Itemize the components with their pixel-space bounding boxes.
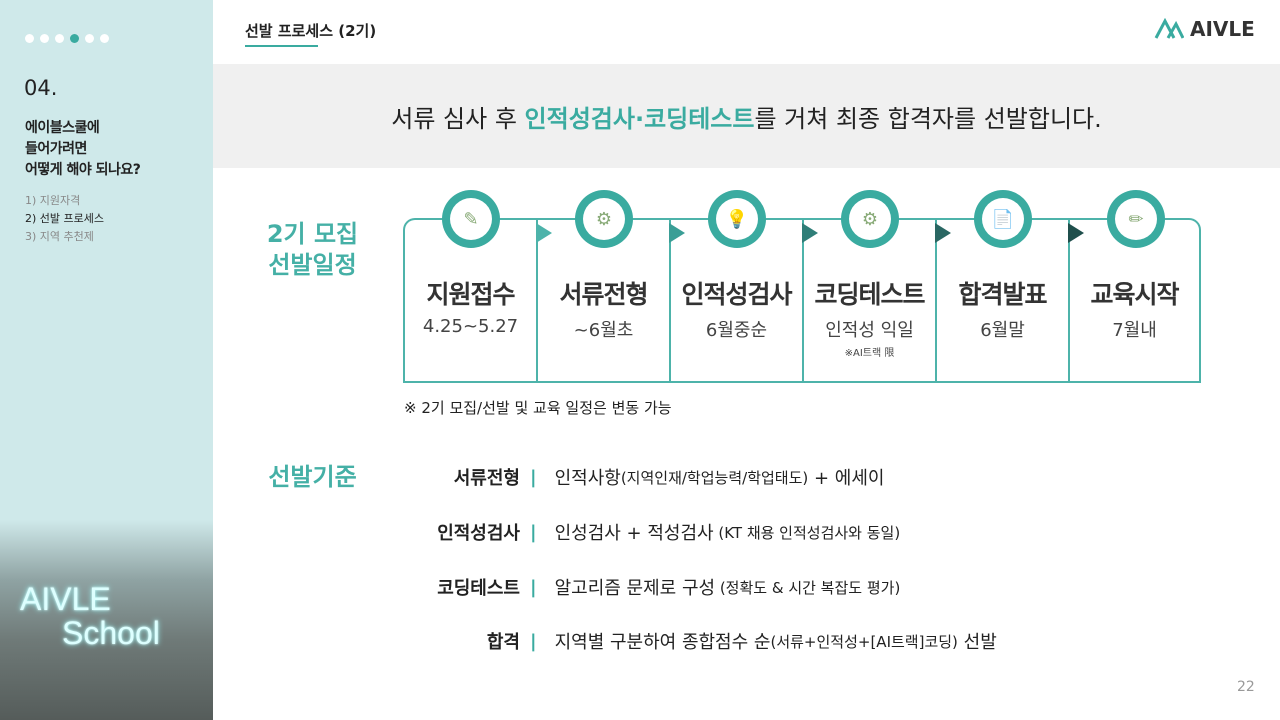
step-date: ~6월초 [573, 320, 634, 341]
logo-text: AIVLE [1190, 17, 1255, 41]
section-title-line: 들어가려면 [25, 141, 87, 157]
step-arrow-icon [802, 223, 818, 243]
progress-dot [85, 34, 94, 43]
process-step: ⚙ 서류전형 ~6월초 [536, 190, 669, 383]
subnav-item-active[interactable]: 2) 선발 프로세스 [25, 212, 105, 225]
criteria-main: 인적사항 [554, 468, 621, 489]
criteria-divider: | [530, 576, 537, 598]
schedule-footnote: ※ 2기 모집/선발 및 교육 일정은 변동 가능 [404, 399, 672, 417]
criteria-main: 알고리즘 문제로 구성 [554, 578, 716, 599]
process-step: 💡 인적성검사 6월중순 [669, 190, 802, 383]
page-number: 22 [1237, 679, 1255, 695]
banner-highlight: 인적성검사·코딩테스트 [524, 104, 755, 133]
document-money-icon: ✎ [450, 198, 492, 240]
criteria-main: 지역별 구분하여 종합점수 순 [554, 632, 771, 653]
progress-dot [40, 34, 49, 43]
criteria-heading: 선발기준 [268, 463, 357, 491]
progress-dot-active [70, 34, 79, 43]
step-icon-ring: 📄 [974, 190, 1032, 248]
criteria-label: 합격 [486, 632, 520, 653]
banner-text: 서류 심사 후 [391, 104, 525, 133]
process-step: ✎ 지원접수 4.25~5.27 [403, 190, 536, 383]
person-idea-icon: 💡 [716, 198, 758, 240]
criteria-label: 서류전형 [453, 468, 520, 489]
aivle-logo: AIVLE [1154, 17, 1255, 41]
step-arrow-icon [536, 223, 552, 243]
criteria-row: 인적성검사 | 인성검사 + 적성검사 (KT 채용 인적성검사와 동일) [380, 519, 900, 545]
step-icon-ring: ⚙ [575, 190, 633, 248]
step-name: 코딩테스트 [814, 280, 925, 309]
subnav-item[interactable]: 1) 지원자격 [25, 194, 81, 207]
subnav-item[interactable]: 3) 지역 추천제 [25, 230, 94, 243]
slide-progress-dots [25, 34, 109, 43]
criteria-detail: (KT 채용 인적성검사와 동일) [713, 523, 901, 542]
step-date: 6월중순 [705, 320, 768, 341]
section-title: 에이블스쿨에 들어가려면 어떻게 해야 되나요? [25, 118, 141, 181]
criteria-tail: 선발 [957, 632, 997, 653]
title-underline [245, 45, 318, 47]
section-title-line: 에이블스쿨에 [25, 120, 100, 136]
criteria-label: 코딩테스트 [437, 578, 520, 599]
neon-sign-line: AIVLE [20, 581, 111, 617]
announcement-icon: 📄 [982, 198, 1024, 240]
step-date: 6월말 [980, 320, 1025, 341]
neon-sign-line: School [62, 615, 160, 651]
schedule-heading: 2기 모집 선발일정 [250, 219, 375, 281]
section-number: 04. [24, 76, 58, 100]
step-icon-ring: ✏ [1107, 190, 1165, 248]
step-arrow-icon [1068, 223, 1084, 243]
criteria-detail: (지역인재/학업능력/학업태도) [620, 468, 809, 487]
criteria-row: 서류전형 | 인적사항(지역인재/학업능력/학업태도) + 에세이 [380, 464, 885, 490]
process-step: ✏ 교육시작 7월내 [1068, 190, 1201, 383]
neon-sign: AIVLE School [20, 582, 160, 650]
process-step: 📄 합격발표 6월말 [935, 190, 1068, 383]
step-name: 교육시작 [1090, 280, 1179, 309]
step-date: 4.25~5.27 [422, 316, 519, 337]
step-name: 서류전형 [559, 280, 648, 309]
step-icon-ring: ⚙ [841, 190, 899, 248]
step-arrow-icon [669, 223, 685, 243]
sidebar: 04. 에이블스쿨에 들어가려면 어떻게 해야 되나요? 1) 지원자격 2) … [0, 0, 213, 720]
criteria-detail: (서류+인적성+[AI트랙]코딩) [770, 632, 958, 651]
progress-dot [25, 34, 34, 43]
criteria-row: 코딩테스트 | 알고리즘 문제로 구성 (정확도 & 시간 복잡도 평가) [380, 574, 900, 600]
page-title: 선발 프로세스 (2기) [245, 22, 377, 40]
criteria-label: 인적성검사 [437, 523, 520, 544]
section-title-line: 어떻게 해야 되나요? [25, 162, 141, 178]
step-date: 인적성 익일 [825, 320, 914, 341]
step-note: ※AI트랙 限 [844, 348, 895, 359]
pen-idea-icon: ✏ [1115, 198, 1157, 240]
step-icon-ring: 💡 [708, 190, 766, 248]
criteria-tail: + 에세이 [808, 468, 885, 489]
step-name: 합격발표 [958, 280, 1047, 309]
criteria-main: 인성검사 + 적성검사 [554, 523, 714, 544]
idea-gear-icon: ⚙ [849, 198, 891, 240]
banner-text: 를 거쳐 최종 합격자를 선발합니다. [754, 104, 1102, 133]
criteria-detail: (정확도 & 시간 복잡도 평가) [715, 578, 901, 597]
progress-dot [55, 34, 64, 43]
step-name: 인적성검사 [681, 280, 792, 309]
subnav: 1) 지원자격 2) 선발 프로세스 3) 지역 추천제 [25, 192, 104, 246]
criteria-divider: | [530, 521, 537, 543]
schedule-heading-line: 2기 모집 [266, 220, 359, 248]
criteria-row: 합격 | 지역별 구분하여 종합점수 순(서류+인적성+[AI트랙]코딩) 선발 [380, 628, 997, 654]
logo-icon [1154, 18, 1184, 39]
step-arrow-icon [935, 223, 951, 243]
step-name: 지원접수 [426, 280, 515, 309]
document-review-icon: ⚙ [583, 198, 625, 240]
schedule-heading-line: 선발일정 [268, 251, 357, 279]
criteria-divider: | [530, 630, 537, 652]
criteria-divider: | [530, 466, 537, 488]
step-icon-ring: ✎ [442, 190, 500, 248]
progress-dot [100, 34, 109, 43]
brick-wall-photo [0, 520, 213, 720]
step-date: 7월내 [1112, 320, 1157, 341]
